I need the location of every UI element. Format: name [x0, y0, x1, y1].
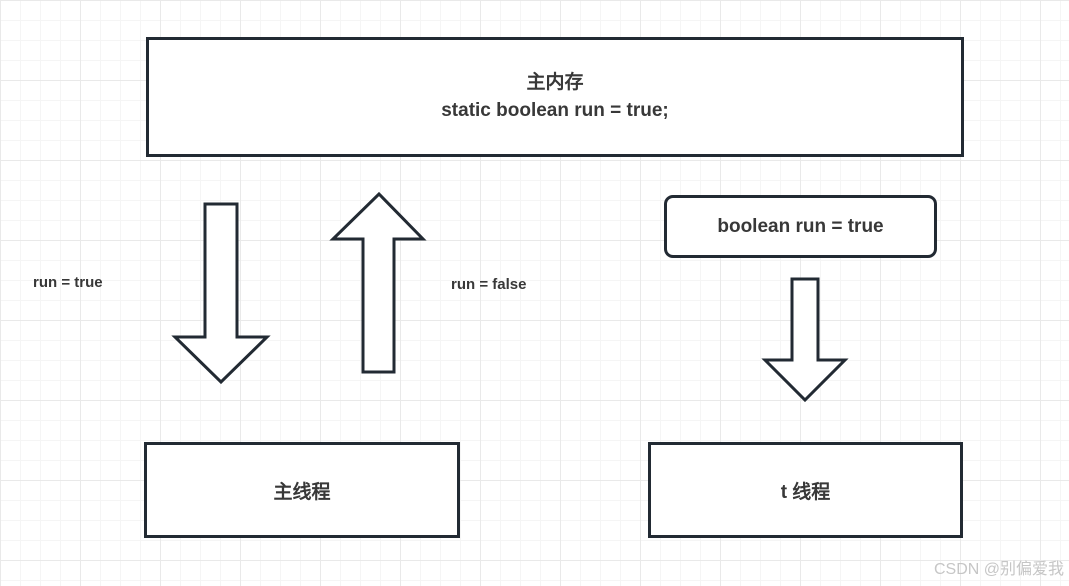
t-thread-value-label: boolean run = true: [717, 215, 884, 237]
main-memory-code: static boolean run = true;: [441, 100, 669, 121]
main-memory-title: 主内存: [526, 72, 584, 93]
arrow-down-icon: [171, 202, 271, 385]
t-thread-box: t 线程: [648, 442, 963, 538]
main-thread-label: 主线程: [273, 481, 331, 503]
main-memory-box: 主内存 static boolean run = true;: [146, 37, 964, 157]
csdn-watermark: CSDN @别偏爱我: [933, 561, 1064, 578]
arrow-down-icon: [761, 277, 849, 403]
run-false-label: run = false: [451, 276, 527, 293]
t-thread-label: t 线程: [780, 481, 831, 503]
arrow-up-icon: [329, 191, 427, 374]
t-thread-value-box: boolean run = true: [664, 195, 937, 258]
main-thread-box: 主线程: [144, 442, 460, 538]
run-true-label: run = true: [33, 274, 103, 291]
